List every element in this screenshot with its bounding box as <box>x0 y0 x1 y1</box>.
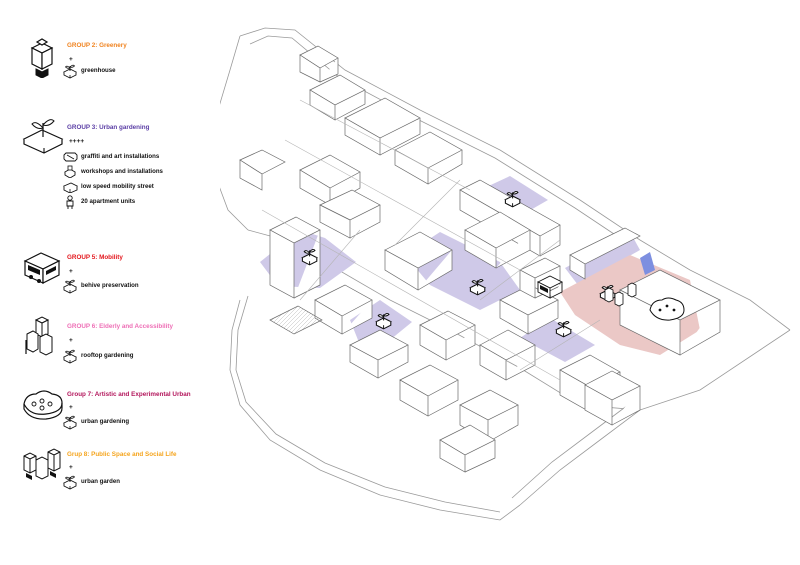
map-figures <box>604 282 637 307</box>
sprout-box-icon <box>63 475 77 490</box>
group-3-plus: ++++ <box>69 138 85 145</box>
group-8-plus: + <box>69 464 73 471</box>
elderly-figures-icon <box>25 316 53 356</box>
group-7-title: Group 7: Artistic and Experimental Urban <box>67 391 191 398</box>
legend-item-label: workshops and installations <box>81 168 163 175</box>
sprout-box-icon <box>63 349 77 364</box>
legend-item-label: behive preservation <box>81 282 139 289</box>
legend-item-label: urban garden <box>81 478 120 485</box>
workshop-tools-icon <box>64 165 76 178</box>
street-block-icon <box>62 182 78 193</box>
tower-building-icon <box>30 38 54 78</box>
zone-purple <box>480 176 548 216</box>
zone-blue <box>640 252 655 275</box>
building-blocks <box>239 45 721 473</box>
person-icon <box>66 195 74 209</box>
map-bus-icon <box>536 275 564 299</box>
map-sprout-box-icon <box>555 320 572 338</box>
group-2-title: GROUP 2: Greenery <box>67 42 127 49</box>
legend-panel: GROUP 2: Greenery + greenhouse GROUP 3: … <box>0 0 240 565</box>
spray-can-icon <box>63 152 78 162</box>
group-6-title: GROUP 6: Elderly and Accessibility <box>67 323 174 330</box>
legend-item-label: greenhouse <box>81 67 116 74</box>
bus-icon <box>23 252 61 284</box>
people-gathering-icon <box>23 448 61 480</box>
group-5-title: GROUP 5: Mobility <box>67 254 123 261</box>
sprout-box-icon <box>63 415 77 430</box>
group-8-title: Grup 8: Public Space and Social Life <box>67 451 177 458</box>
garden-bed-icon <box>22 119 64 154</box>
map-experimental-platform-icon <box>649 297 685 321</box>
legend-item-label: graffiti and art installations <box>81 153 160 160</box>
street-network <box>261 99 601 381</box>
group-7-plus: + <box>69 404 73 411</box>
isometric-site-map <box>220 27 791 521</box>
legend-item-label: urban gardening <box>81 418 130 425</box>
group-5-plus: + <box>69 268 73 275</box>
group-6-plus: + <box>69 337 73 344</box>
experimental-platform-icon <box>23 390 63 420</box>
sprout-box-icon <box>63 64 77 79</box>
zone-purple <box>520 318 595 362</box>
legend-item-label: rooftop gardening <box>81 352 134 359</box>
group-2-plus: + <box>69 56 73 63</box>
legend-item-label: 20 apartment units <box>81 198 136 205</box>
legend-item-label: low speed mobility street <box>81 183 154 190</box>
site-outline <box>220 27 791 521</box>
sprout-box-icon <box>63 279 77 294</box>
group-3-title: GROUP 3: Urban gardening <box>67 124 150 131</box>
